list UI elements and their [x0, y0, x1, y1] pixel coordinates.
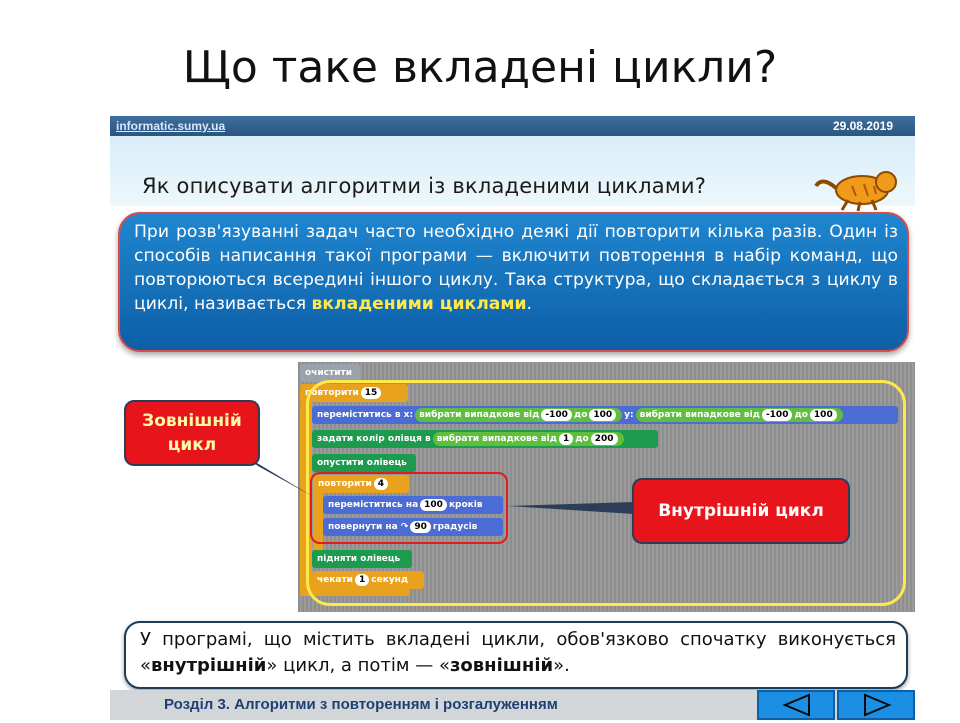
intro-highlight: вкладеними циклами [311, 294, 527, 314]
wait-seconds-unit: секунд [371, 575, 409, 585]
conclusion-part1: У програмі, що містить вкладені цикли, о… [140, 629, 896, 676]
next-slide-button[interactable] [837, 690, 915, 720]
move-steps[interactable]: 100 [420, 499, 447, 511]
random-y-label: вибрати випадкове від [639, 410, 760, 420]
turn-degrees[interactable]: 90 [410, 521, 431, 533]
goto-block[interactable]: переміститись в x:вибрати випадкове від-… [312, 406, 898, 424]
turn-label: повернути на [328, 522, 398, 532]
inner-loop-arm [313, 492, 323, 554]
clear-block[interactable]: очистити [300, 364, 360, 382]
random-y-to-word: до [794, 410, 808, 420]
goto-y-label: y: [624, 410, 634, 420]
outer-callout-line1: Зовнішній [142, 411, 242, 431]
site-link[interactable]: informatic.sumy.ua [116, 119, 226, 133]
slide-date: 29.08.2019 [832, 119, 893, 133]
random-x-to-word: до [573, 410, 588, 420]
random-color-from[interactable]: 1 [558, 433, 574, 445]
move-label: переміститись на [328, 500, 419, 510]
outer-callout-line2: цикл [167, 435, 217, 455]
intro-paragraph: При розв'язуванні задач часто необхідно … [134, 220, 898, 316]
random-y-to[interactable]: 100 [809, 409, 837, 421]
random-color-to-word: до [575, 434, 589, 444]
question-band: Як описувати алгоритми із вкладеними цик… [110, 136, 915, 212]
random-color-to[interactable]: 200 [590, 433, 618, 445]
slide-question: Як описувати алгоритми із вкладеними цик… [142, 174, 707, 198]
page-title: Що таке вкладені цикли? [182, 42, 778, 93]
chapter-title: Розділ 3. Алгоритми з повторенням і розг… [164, 696, 558, 713]
inner-loop-highlight [310, 472, 508, 544]
scratch-cat-icon [814, 171, 897, 212]
repeat-outer-count[interactable]: 15 [360, 387, 382, 399]
random-x-from[interactable]: -100 [541, 409, 572, 421]
conclusion-paragraph: У програмі, що містить вкладені цикли, о… [140, 627, 896, 679]
pen-down-label: опустити олівець [317, 458, 407, 468]
wait-seconds[interactable]: 1 [355, 574, 370, 586]
top-bar: informatic.sumy.ua 29.08.2019 [110, 116, 915, 136]
intro-end: . [526, 294, 532, 314]
triangle-right-icon [864, 693, 892, 717]
prev-slide-button[interactable] [757, 690, 835, 720]
repeat-inner-label: повторити [318, 479, 372, 489]
outer-loop-callout: Зовнішній цикл [124, 400, 260, 466]
wait-label: чекати [317, 575, 353, 585]
repeat-inner-count[interactable]: 4 [373, 478, 389, 490]
random-color-label: вибрати випадкове від [436, 434, 557, 444]
random-x-to[interactable]: 100 [589, 409, 617, 421]
triangle-left-icon [782, 693, 810, 717]
repeat-outer-label: повторити [305, 388, 359, 398]
conclusion-part3: ». [553, 655, 570, 676]
random-x-label: вибрати випадкове від [419, 410, 540, 420]
move-steps-unit: кроків [448, 500, 483, 510]
pen-down-block[interactable]: опустити олівець [312, 454, 416, 472]
pen-up-block[interactable]: підняти олівець [312, 550, 412, 568]
conclusion-box: У програмі, що містить вкладені цикли, о… [124, 621, 908, 689]
random-y-from[interactable]: -100 [761, 409, 793, 421]
intro-box: При розв'язуванні задач часто необхідно … [118, 212, 909, 352]
inner-loop-callout: Внутрішній цикл [632, 478, 850, 544]
pen-up-label: підняти олівець [317, 554, 401, 564]
intro-text: При розв'язуванні задач часто необхідно … [134, 222, 898, 314]
rotate-icon: ↷ [397, 522, 409, 532]
conclusion-outer-word: зовнішній [449, 655, 554, 676]
clear-label: очистити [305, 368, 353, 378]
turn-degrees-unit: градусів [432, 522, 478, 532]
slide: informatic.sumy.ua 29.08.2019 Як описува… [110, 116, 915, 720]
conclusion-inner-word: внутрішній [151, 655, 267, 676]
set-pen-color-label: задати колір олівця в [317, 434, 431, 444]
goto-label: переміститись в x: [317, 410, 414, 420]
conclusion-part2: » цикл, а потім — « [266, 655, 450, 676]
